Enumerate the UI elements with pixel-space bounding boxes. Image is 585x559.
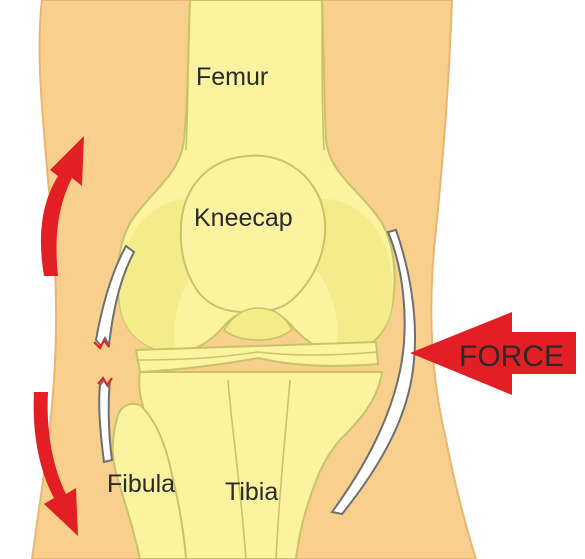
fibula-label: Fibula	[107, 470, 175, 498]
force-label: FORCE	[459, 340, 564, 373]
tibia-label: Tibia	[225, 478, 278, 506]
kneecap-bone	[181, 156, 325, 312]
kneecap-label: Kneecap	[194, 204, 293, 232]
femur-label: Femur	[196, 63, 268, 91]
